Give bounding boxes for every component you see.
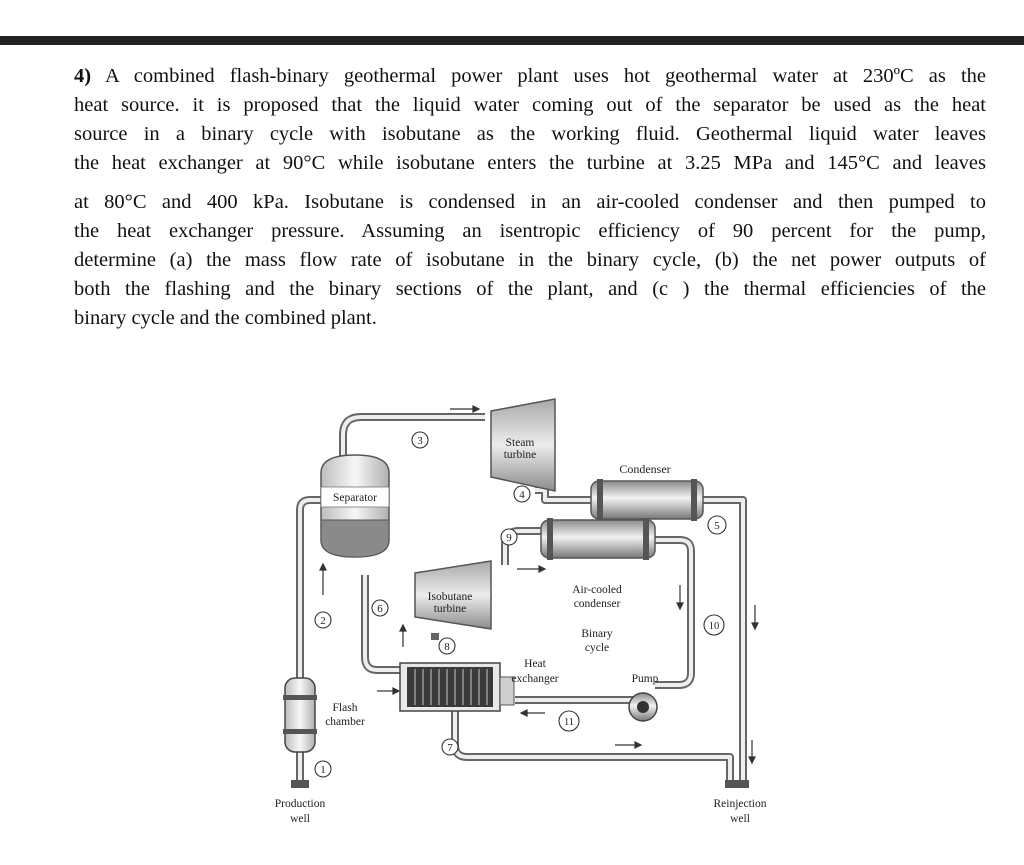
pump: Pump bbox=[628, 673, 659, 722]
production-well-label-2: well bbox=[290, 813, 310, 825]
state-2-marker: 2 bbox=[314, 611, 332, 629]
problem-statement: 4) A combined flash-binary geothermal po… bbox=[74, 62, 986, 333]
isobutane-turbine: Isobutane turbine bbox=[414, 560, 492, 630]
svg-text:3: 3 bbox=[417, 435, 423, 447]
reinjection-well: Reinjection well bbox=[713, 780, 767, 825]
problem-line-5: at 80°C and 400 kPa. Isobutane is conden… bbox=[74, 191, 986, 213]
problem-line-7: determine (a) the mass flow rate of isob… bbox=[74, 249, 986, 271]
svg-text:9: 9 bbox=[506, 532, 512, 544]
binary-cycle-label-2: cycle bbox=[585, 642, 609, 654]
svg-text:6: 6 bbox=[377, 603, 383, 615]
heat-exchanger: Heat exchanger bbox=[399, 658, 559, 712]
isobutane-turbine-label-2: turbine bbox=[434, 603, 467, 615]
production-well: Production well bbox=[275, 780, 326, 825]
state-1-marker: 1 bbox=[314, 760, 332, 778]
top-border-bar bbox=[0, 36, 1024, 45]
problem-line-3: source in a binary cycle with isobutane … bbox=[74, 123, 986, 145]
state-7-marker: 7 bbox=[441, 738, 459, 756]
binary-cycle-label-1: Binary bbox=[581, 628, 613, 640]
production-well-label-1: Production bbox=[275, 798, 326, 810]
state-11-marker: 11 bbox=[558, 710, 580, 732]
separator-label: Separator bbox=[333, 492, 377, 504]
reinjection-well-label-2: well bbox=[730, 813, 750, 825]
condenser-label: Condenser bbox=[619, 462, 670, 476]
separator: Separator bbox=[320, 454, 390, 558]
isobutane-turbine-label-1: Isobutane bbox=[428, 591, 473, 603]
pump-label: Pump bbox=[632, 673, 659, 685]
air-cooled-condenser-label-2: condenser bbox=[574, 598, 621, 610]
flow-arrows bbox=[319, 405, 759, 765]
problem-number: 4) bbox=[74, 65, 92, 87]
state-6-marker: 6 bbox=[371, 599, 389, 617]
steam-turbine-label-2: turbine bbox=[504, 449, 537, 461]
svg-text:10: 10 bbox=[709, 621, 720, 632]
reinjection-well-label-1: Reinjection bbox=[713, 798, 766, 810]
problem-line-2: heat source. it is proposed that the liq… bbox=[74, 94, 986, 116]
flash-chamber: Flash chamber bbox=[283, 677, 365, 753]
heat-exchanger-label-1: Heat bbox=[524, 658, 547, 670]
svg-text:4: 4 bbox=[519, 489, 525, 501]
air-cooled-condenser-label-1: Air-cooled bbox=[572, 584, 622, 596]
flash-chamber-label-1: Flash bbox=[333, 702, 358, 714]
problem-line-1: 4) A combined flash-binary geothermal po… bbox=[74, 65, 986, 87]
problem-line-6: the heat exchanger pressure. Assuming an… bbox=[74, 220, 986, 242]
steam-turbine: Steam turbine bbox=[490, 398, 556, 492]
air-cooled-condenser: Air-cooled condenser bbox=[540, 518, 656, 610]
svg-text:2: 2 bbox=[320, 615, 326, 627]
state-3-marker: 3 bbox=[411, 431, 429, 449]
heat-exchanger-label-2: exchanger bbox=[511, 673, 558, 685]
problem-line-9: binary cycle and the combined plant. bbox=[74, 307, 377, 329]
svg-text:8: 8 bbox=[444, 641, 450, 653]
svg-text:7: 7 bbox=[447, 742, 453, 754]
svg-text:11: 11 bbox=[564, 717, 574, 728]
state-10-marker: 10 bbox=[703, 614, 725, 636]
svg-text:1: 1 bbox=[320, 764, 326, 776]
condenser: Condenser bbox=[590, 462, 704, 521]
problem-line-8: both the flashing and the binary section… bbox=[74, 278, 986, 300]
problem-line-4: the heat exchanger at 90°C while isobuta… bbox=[74, 152, 986, 174]
flash-chamber-label-2: chamber bbox=[325, 716, 365, 728]
steam-turbine-label-1: Steam bbox=[506, 437, 535, 449]
state-9-marker: 9 bbox=[500, 528, 518, 546]
state-8-marker: 8 bbox=[438, 637, 456, 655]
state-5-marker: 5 bbox=[707, 515, 727, 535]
state-4-marker: 4 bbox=[513, 485, 531, 503]
state-markers: 1 2 3 4 5 6 7 8 9 10 11 bbox=[314, 431, 727, 778]
svg-text:5: 5 bbox=[714, 520, 720, 532]
plant-schematic: Separator Steam turbine Condenser Air-co… bbox=[275, 398, 767, 825]
